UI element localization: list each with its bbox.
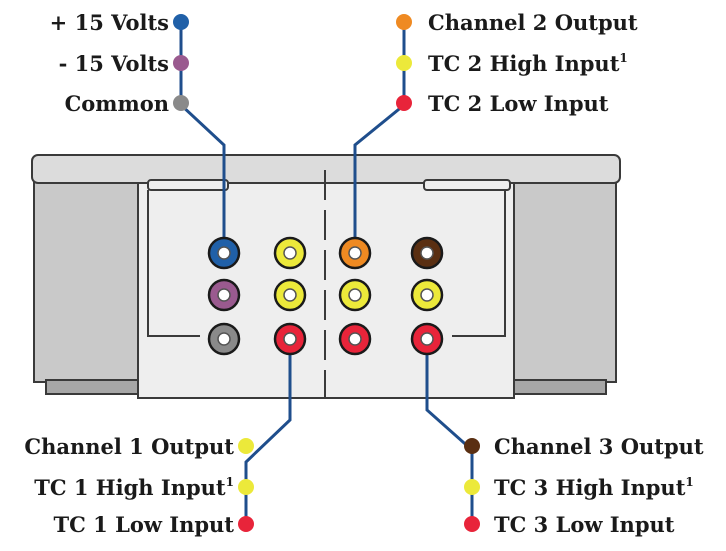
label-ch3-low: TC 3 Low Input xyxy=(494,512,675,537)
post-common-gray xyxy=(207,322,241,356)
post-ch1-high-yellow xyxy=(273,278,307,312)
label-ch1-low: TC 1 Low Input xyxy=(54,512,235,537)
right-side-panel xyxy=(513,169,617,383)
instrument-housing xyxy=(31,154,621,399)
label-ch1-high-sup: 1 xyxy=(226,475,234,489)
label-minus15: - 15 Volts xyxy=(59,51,169,76)
post-minus15-purple xyxy=(207,278,241,312)
label-ch2-high-text: TC 2 High Input xyxy=(428,51,620,76)
left-bracket xyxy=(147,190,200,337)
post-ch2-high-yellow xyxy=(338,278,372,312)
label-ch3-high-sup: 1 xyxy=(685,475,693,489)
label-ch2-high: TC 2 High Input1 xyxy=(428,51,628,76)
dot-ch1-high xyxy=(238,479,254,495)
left-foot xyxy=(45,379,139,395)
label-dots xyxy=(173,14,480,532)
dot-plus15 xyxy=(173,14,189,30)
post-plus15-blue xyxy=(207,236,241,270)
lid-slot-left xyxy=(147,179,229,191)
dot-ch1-low xyxy=(238,516,254,532)
label-ch3-high-text: TC 3 High Input xyxy=(494,475,686,500)
dot-ch2-output xyxy=(396,14,412,30)
label-ch2-low: TC 2 Low Input xyxy=(428,91,609,116)
labels: + 15 Volts - 15 Volts Common Channel 2 O… xyxy=(24,10,704,537)
post-ch3-high-yellow xyxy=(410,278,444,312)
label-ch1-high-text: TC 1 High Input xyxy=(34,475,226,500)
post-ch2-low-red xyxy=(338,322,372,356)
dot-common xyxy=(173,95,189,111)
post-ch1-low-red xyxy=(273,322,307,356)
post-ch1-output-yellow xyxy=(273,236,307,270)
dot-ch3-output xyxy=(464,438,480,454)
label-ch1-output: Channel 1 Output xyxy=(24,434,234,459)
post-ch3-low-red xyxy=(410,322,444,356)
right-bracket xyxy=(452,190,506,337)
label-ch2-high-sup: 1 xyxy=(619,51,627,65)
binding-posts xyxy=(207,236,444,356)
dot-ch3-low xyxy=(464,516,480,532)
front-panel xyxy=(137,169,515,399)
label-ch1-high: TC 1 High Input1 xyxy=(34,475,234,500)
dot-ch2-low xyxy=(396,95,412,111)
label-common: Common xyxy=(65,91,169,116)
label-plus15: + 15 Volts xyxy=(50,10,169,35)
post-ch2-output-orange xyxy=(338,236,372,270)
right-foot xyxy=(513,379,607,395)
dot-ch1-output xyxy=(238,438,254,454)
dot-minus15 xyxy=(173,55,189,71)
lid-slot-right xyxy=(423,179,511,191)
dot-ch2-high xyxy=(396,55,412,71)
label-ch2-output: Channel 2 Output xyxy=(428,10,638,35)
dot-ch3-high xyxy=(464,479,480,495)
left-side-panel xyxy=(33,169,139,383)
post-ch3-output-brown xyxy=(410,236,444,270)
label-ch3-high: TC 3 High Input1 xyxy=(494,475,694,500)
label-ch3-output: Channel 3 Output xyxy=(494,434,704,459)
